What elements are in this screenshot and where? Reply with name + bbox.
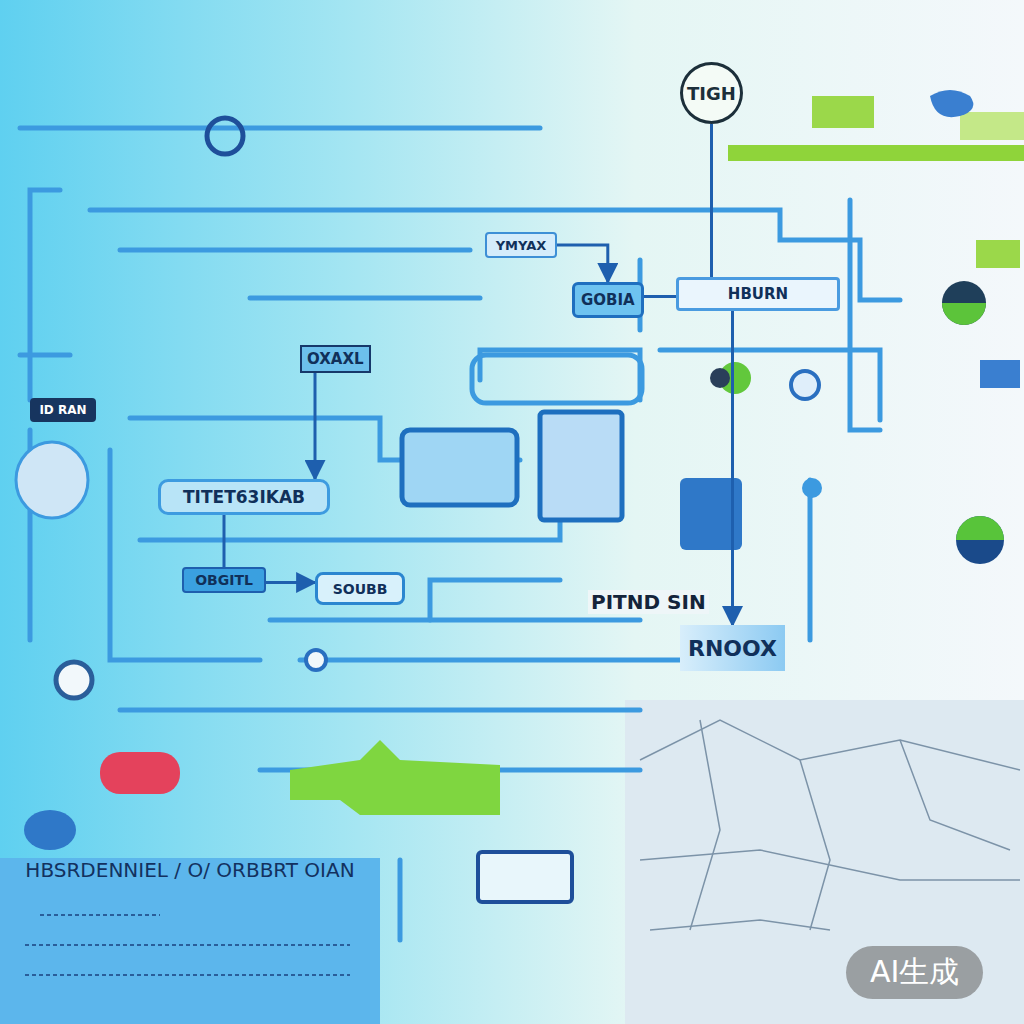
panel-text-lines <box>25 915 350 975</box>
blue-icon <box>930 90 973 117</box>
map-lines <box>640 720 1020 930</box>
process-box: ID RAN <box>30 398 96 422</box>
small-box <box>478 852 572 902</box>
green-block <box>960 112 1024 140</box>
dot-icon <box>802 478 822 498</box>
globe-icon <box>942 281 986 325</box>
dot-icon <box>791 371 819 399</box>
process-box: SOUBB <box>315 572 405 605</box>
process-box: YMYAX <box>485 232 557 258</box>
globe-icon <box>942 303 986 325</box>
panel-ground <box>0 858 380 1024</box>
c-icon <box>207 118 243 154</box>
node-text: OXAXL <box>307 350 364 368</box>
red-pill <box>100 752 180 794</box>
node-text: HBURN <box>728 285 788 303</box>
connector <box>266 581 315 584</box>
node-text: ID RAN <box>39 403 86 417</box>
rounded-frame <box>472 355 642 403</box>
pipe-network <box>20 128 900 940</box>
connector <box>314 373 317 479</box>
globe-icon <box>956 516 1004 564</box>
circle-node: TIGH <box>680 62 743 124</box>
green-band <box>728 145 1024 161</box>
node-text: YMYAX <box>496 238 547 253</box>
dot-icon <box>306 650 326 670</box>
screen-icon <box>540 412 622 520</box>
process-box: OBGITL <box>182 567 266 593</box>
node-text: TITET63IKAB <box>183 487 305 507</box>
swirl-icon <box>56 662 92 698</box>
process-box: HBURN <box>676 277 840 311</box>
process-box: GOBIA <box>572 282 644 318</box>
process-box: TITET63IKAB <box>158 479 330 515</box>
connector <box>223 515 226 567</box>
blob-icon <box>16 442 88 518</box>
watermark: AI生成 <box>870 954 959 989</box>
diagram-label: PITND SIN <box>591 590 706 614</box>
diagram-label-holder: PITND SIN <box>588 590 709 614</box>
node-text: GOBIA <box>581 291 635 309</box>
connector <box>710 124 713 277</box>
dot-icon <box>710 368 730 388</box>
connector <box>731 311 734 625</box>
green-block <box>812 96 874 128</box>
node-text: OBGITL <box>195 572 253 588</box>
node-text: SOUBB <box>333 581 388 597</box>
text-panel: HBSRDENNIEL / O/ ORBBRT OIAN <box>0 858 380 908</box>
globe-icon <box>956 516 1004 540</box>
node-text: HBSRDENNIEL / O/ ORBBRT OIAN <box>25 858 354 882</box>
node-text: RNOOX <box>688 636 777 661</box>
node-text: TIGH <box>687 83 736 104</box>
watermark-holder: AI生成 <box>846 946 983 999</box>
screen-icon <box>402 430 517 505</box>
map-region <box>625 700 1024 1024</box>
green-block <box>976 240 1020 268</box>
blob-icon <box>24 810 76 850</box>
green-shape <box>290 740 500 815</box>
blue-block <box>980 360 1020 388</box>
process-box: OXAXL <box>300 345 371 373</box>
connector <box>644 295 676 298</box>
process-box: RNOOX <box>680 625 785 671</box>
connector <box>557 245 608 282</box>
